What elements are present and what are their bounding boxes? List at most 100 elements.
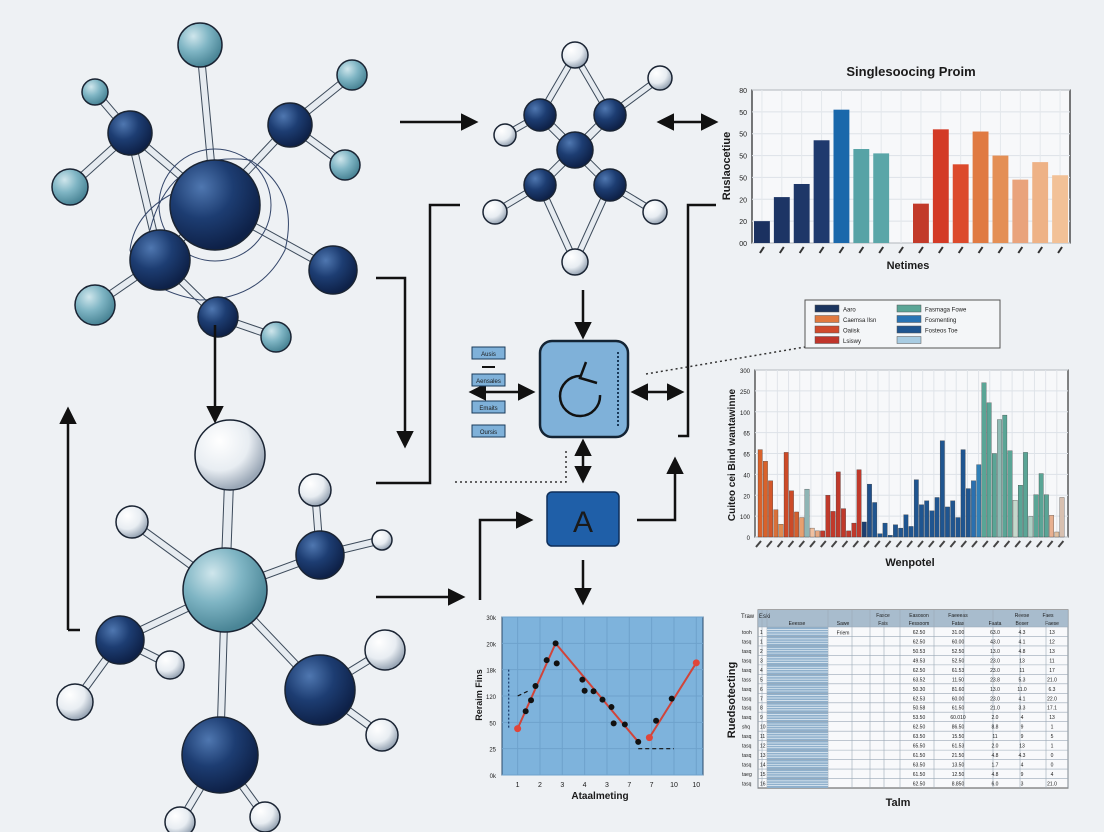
table-cell: 4.8 [992,753,999,759]
bar [1059,497,1065,538]
side-label: Aensales [476,379,501,385]
teal-atom [81,78,109,106]
x-tick-label [928,540,935,548]
bar [971,480,976,538]
data-point [610,720,617,727]
table-cell: 62.50 [913,782,926,788]
bar [972,131,989,243]
x-axis-label: Wenpotel [885,557,934,569]
x-tick-label [957,246,964,254]
table-cell: 52.50 [952,658,965,664]
bar [924,500,930,538]
white-atom [194,419,266,491]
side-label-box [471,424,506,438]
row-label: taeg [742,772,752,778]
white-atom [249,801,281,832]
table-cell: Friem [837,630,850,636]
table-cell: 13 [1049,630,1055,636]
row-index: 15 [760,772,766,778]
x-tick-label [820,540,827,548]
bar [1044,494,1049,538]
bar [778,524,784,538]
bar [773,197,790,243]
bar [873,153,890,243]
x-tick-label [759,246,765,254]
row-index: 10 [760,725,766,731]
table-cell: 12 [1049,639,1055,645]
dashed-marker [517,690,530,697]
navy-atom [295,530,345,580]
table-cell: 49.53 [913,658,926,664]
table-cell: 0 [1051,763,1054,769]
legend-label: Fasmaga Fowe [925,308,967,314]
row-label: tasq [742,763,752,769]
table-cell: 3.3 [1019,706,1026,712]
white-atom [56,683,94,721]
side-label-box [471,346,506,360]
x-tick-label [1017,246,1024,254]
group-header: Reese [1015,613,1030,619]
table-corner: Traw [741,614,755,620]
table-cell: 0 [1051,753,1054,759]
x-tick-label [1003,540,1011,548]
white-atom [647,65,673,91]
teal-atom [260,321,292,353]
row-label: tasq [742,687,752,693]
data-point [579,676,586,683]
y-tick-label: 0k [490,774,497,780]
row-label: tooh [742,630,752,636]
side-label: Ausis [481,352,496,358]
legend-label: Fosmenting [925,318,956,324]
white-atom [493,123,517,147]
row-index: 3 [760,658,763,664]
connector [376,276,414,449]
bar [929,510,935,538]
y-tick-label: 20 [743,494,750,500]
x-tick-label [874,540,881,548]
x-tick-label [906,540,913,548]
x-tick-label [937,246,944,254]
data-point [645,734,653,742]
x-tick-label [776,540,784,548]
bar [913,479,919,538]
table-cell: 31.00 [952,630,965,636]
table-cell: 21.50 [952,753,965,759]
table-cell: 86.50 [952,725,965,731]
legend-swatch [814,336,840,344]
table-cell: 23.8 [990,677,1000,683]
x-tick-label [977,246,984,254]
x-tick-label [1014,540,1021,548]
connector-arrow [478,511,534,600]
x-tick-label [858,246,865,254]
table-cell: 5.3 [1019,677,1026,683]
y-tick-label: 65 [743,453,750,459]
bar [799,517,805,538]
teal-atom [182,547,268,633]
bar [1032,162,1049,243]
bar [763,461,768,538]
bar [955,517,961,538]
table-cell: 3 [1021,782,1024,788]
table-cell: 63.50 [913,763,926,769]
table-cell: 63.0 [990,630,1000,636]
bar [992,453,997,538]
table-cell: 60.010 [950,715,966,721]
x-tick-label: 1 [516,782,520,789]
table-cell: 13.0 [990,687,1000,693]
x-tick-label [1025,540,1032,548]
x-axis-label: Ataalmeting [571,791,628,802]
table-cell: 2.0 [992,744,999,750]
table-cell: 4 [1021,715,1024,721]
bar [1028,516,1034,538]
bar [1007,450,1013,538]
table-cell: 50.30 [913,687,926,693]
bar [1023,452,1028,538]
table-cell: 52.50 [952,649,965,655]
table-cell: 81.60 [952,687,965,693]
column-header: Faata [989,621,1002,627]
y-axis-label: Ruedsotecting [726,662,738,738]
side-label-box [471,400,506,414]
row-label: tasq [742,734,752,740]
bar [903,514,909,538]
